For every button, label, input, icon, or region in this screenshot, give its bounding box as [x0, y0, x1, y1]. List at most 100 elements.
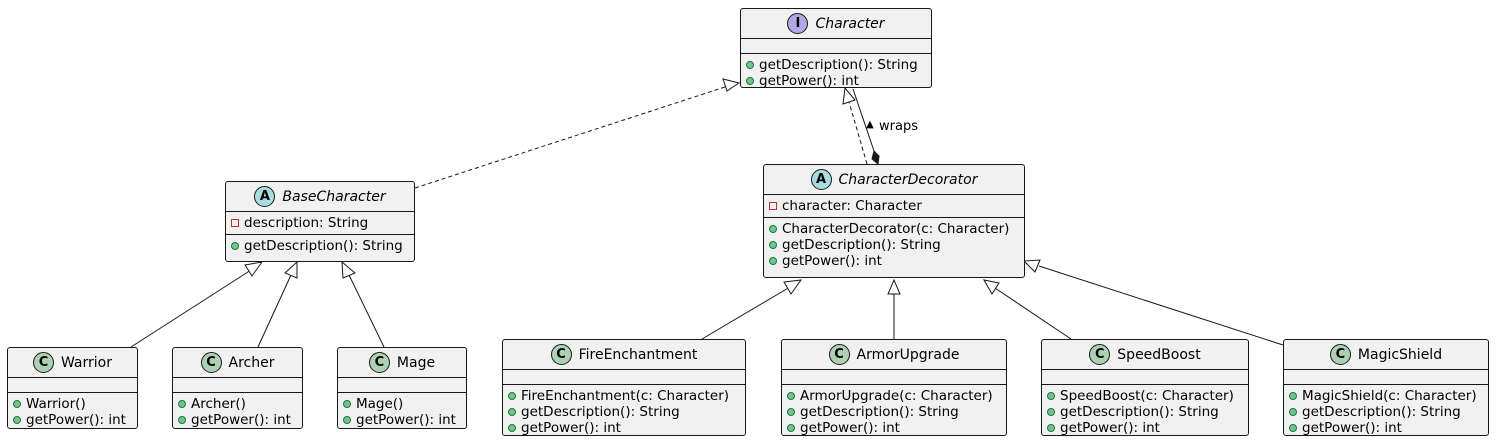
- realization-decorator-character: [848, 101, 868, 165]
- public-visibility-icon: [768, 237, 777, 253]
- realization-basecharacter-character: [414, 85, 729, 189]
- public-visibility-icon: [230, 238, 239, 254]
- member-row: Warrior(): [12, 396, 137, 412]
- inheritance-magicshield-decorator: [1038, 265, 1284, 346]
- class-magicshield[interactable]: C MagicShield MagicShield(c: Character) …: [1283, 339, 1489, 436]
- member-text: getPower(): int: [759, 73, 859, 89]
- member-row: MagicShield(c: Character): [1288, 388, 1488, 404]
- public-visibility-icon: [768, 221, 777, 237]
- inheritance-speedboost-decorator: [994, 287, 1072, 340]
- class-fireenchantment[interactable]: C FireEnchantment FireEnchantment(c: Cha…: [502, 339, 746, 436]
- public-visibility-icon: [507, 420, 516, 436]
- member-row: getPower(): int: [12, 412, 137, 428]
- member-row: getDescription(): String: [786, 404, 1006, 420]
- composition-diamond: [871, 150, 880, 165]
- member-text: getPower(): int: [521, 420, 621, 436]
- methods-section: FireEnchantment(c: Character) getDescrip…: [503, 385, 745, 439]
- member-text: MagicShield(c: Character): [1302, 388, 1477, 404]
- public-visibility-icon: [1288, 388, 1297, 404]
- member-text: FireEnchantment(c: Character): [521, 388, 730, 404]
- class-name: Archer: [228, 354, 275, 371]
- public-visibility-icon: [1046, 420, 1055, 436]
- inheritance-arrowhead: [244, 261, 264, 277]
- abstract-icon: A: [254, 186, 276, 207]
- member-row: getDescription(): String: [745, 57, 931, 73]
- member-row: Mage(): [342, 396, 466, 412]
- member-text: getPower(): int: [1060, 420, 1160, 436]
- member-text: CharacterDecorator(c: Character): [782, 221, 1010, 237]
- public-visibility-icon: [745, 73, 754, 89]
- public-visibility-icon: [12, 412, 21, 428]
- class-archer[interactable]: C Archer Archer() getPower(): int: [172, 347, 303, 429]
- member-text: getPower(): int: [26, 412, 126, 428]
- private-visibility-icon: [768, 198, 777, 214]
- member-row: getPower(): int: [1288, 420, 1488, 436]
- member-text: Mage(): [356, 396, 404, 412]
- member-row: FireEnchantment(c: Character): [507, 388, 745, 404]
- fields-section: [1284, 370, 1488, 385]
- member-row: getPower(): int: [507, 420, 745, 436]
- public-visibility-icon: [507, 388, 516, 404]
- public-visibility-icon: [342, 396, 351, 412]
- member-row: character: Character: [768, 198, 1024, 214]
- member-row: CharacterDecorator(c: Character): [768, 221, 1024, 237]
- class-icon: C: [32, 352, 54, 373]
- member-row: getPower(): int: [786, 420, 1006, 436]
- member-text: getDescription(): String: [759, 57, 918, 73]
- inheritance-mage-basecharacter: [348, 274, 385, 348]
- public-visibility-icon: [507, 404, 516, 420]
- member-row: SpeedBoost(c: Character): [1046, 388, 1248, 404]
- public-visibility-icon: [1046, 404, 1055, 420]
- private-visibility-icon: [230, 215, 239, 231]
- member-text: getPower(): int: [782, 253, 882, 269]
- class-speedboost[interactable]: C SpeedBoost SpeedBoost(c: Character) ge…: [1041, 339, 1249, 436]
- public-visibility-icon: [786, 388, 795, 404]
- member-text: Archer(): [191, 396, 246, 412]
- class-header: C MagicShield: [1284, 340, 1488, 370]
- class-name: MagicShield: [1357, 346, 1443, 363]
- class-warrior[interactable]: C Warrior Warrior() getPower(): int: [7, 347, 138, 429]
- class-character[interactable]: I Character getDescription(): String get…: [740, 8, 932, 89]
- member-row: Archer(): [177, 396, 302, 412]
- fields-section: [503, 370, 745, 385]
- class-header: A BaseCharacter: [226, 182, 414, 212]
- public-visibility-icon: [786, 404, 795, 420]
- inheritance-arrowhead: [341, 260, 356, 279]
- class-name: FireEnchantment: [578, 346, 698, 363]
- public-visibility-icon: [177, 396, 186, 412]
- member-text: getPower(): int: [800, 420, 900, 436]
- member-row: getPower(): int: [745, 73, 931, 89]
- member-row: getPower(): int: [177, 412, 302, 428]
- member-text: Warrior(): [26, 396, 86, 412]
- class-characterdecorator[interactable]: A CharacterDecorator character: Characte…: [763, 164, 1025, 278]
- fields-section: [741, 39, 931, 54]
- class-header: C Warrior: [8, 348, 137, 378]
- member-text: getDescription(): String: [800, 404, 959, 420]
- class-mage[interactable]: C Mage Mage() getPower(): int: [337, 347, 467, 429]
- class-header: C ArmorUpgrade: [782, 340, 1006, 370]
- member-text: getDescription(): String: [244, 238, 403, 254]
- fields-section: [338, 378, 466, 393]
- member-text: SpeedBoost(c: Character): [1060, 388, 1234, 404]
- class-basecharacter[interactable]: A BaseCharacter description: String getD…: [225, 181, 415, 262]
- class-header: A CharacterDecorator: [764, 165, 1024, 195]
- member-row: getDescription(): String: [507, 404, 745, 420]
- fields-section: [1042, 370, 1248, 385]
- member-text: getDescription(): String: [521, 404, 680, 420]
- methods-section: Archer() getPower(): int: [173, 393, 302, 431]
- class-armorupgrade[interactable]: C ArmorUpgrade ArmorUpgrade(c: Character…: [781, 339, 1007, 436]
- public-visibility-icon: [1288, 420, 1297, 436]
- fields-section: [173, 378, 302, 393]
- class-header: C FireEnchantment: [503, 340, 745, 370]
- member-text: getPower(): int: [191, 412, 291, 428]
- class-icon: C: [368, 352, 390, 373]
- methods-section: ArmorUpgrade(c: Character) getDescriptio…: [782, 385, 1006, 439]
- class-header: C Archer: [173, 348, 302, 378]
- fields-section: [8, 378, 137, 393]
- class-name: Character: [815, 15, 885, 32]
- public-visibility-icon: [342, 412, 351, 428]
- inheritance-arrowhead: [983, 279, 1000, 295]
- class-icon: C: [200, 352, 222, 373]
- class-name: CharacterDecorator: [838, 171, 978, 188]
- class-name: Warrior: [60, 354, 112, 371]
